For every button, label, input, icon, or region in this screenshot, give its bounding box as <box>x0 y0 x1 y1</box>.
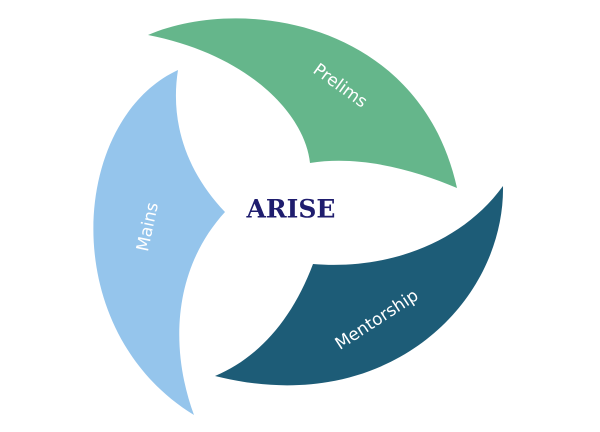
segment-mains: Mains <box>93 70 226 415</box>
mains-blade <box>93 70 226 415</box>
mentorship-blade <box>215 186 504 386</box>
prelims-blade <box>148 18 457 188</box>
center-title: ARISE <box>246 195 336 224</box>
segment-prelims: Prelims <box>148 18 457 188</box>
segment-mentorship: Mentorship <box>215 186 504 386</box>
